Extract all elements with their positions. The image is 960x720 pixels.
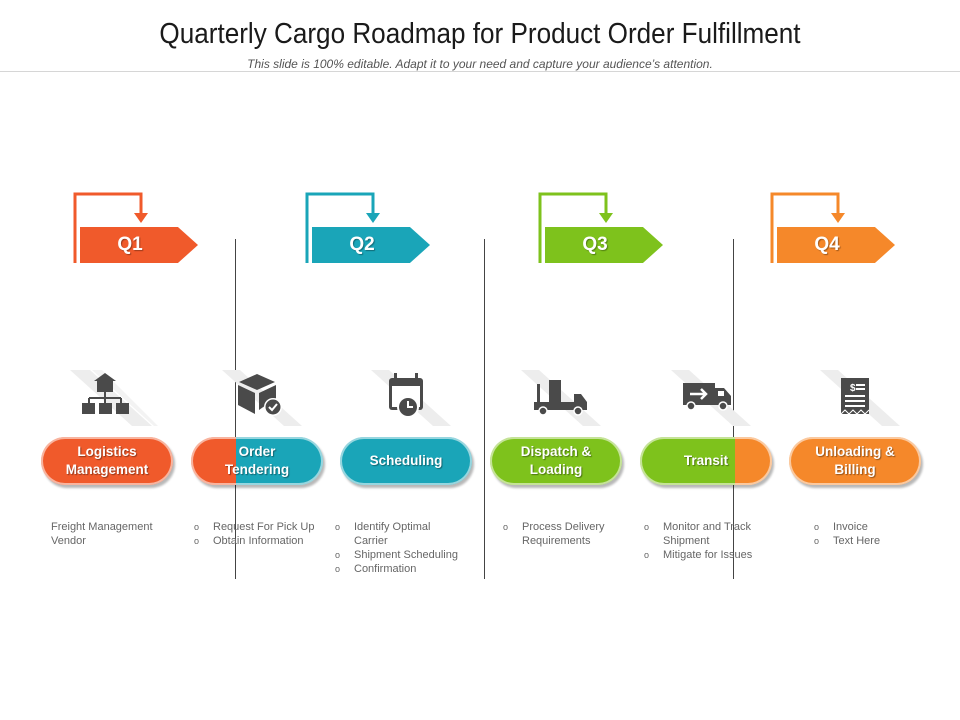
svg-text:$: $	[850, 383, 856, 394]
list-item-text: Mitigate for Issues	[663, 549, 753, 561]
list-item-text: Text Here	[833, 535, 881, 547]
page-subtitle: This slide is 100% editable. Adapt it to…	[247, 57, 713, 71]
stage-unloading-billing-button[interactable]: Unloading & Billing	[789, 437, 921, 485]
bullet-icon: o	[814, 522, 820, 532]
list-item: o Confirmation	[335, 562, 465, 576]
invoice-receipt-icon-graphic: $	[820, 370, 900, 426]
invoice-receipt-icon: $	[810, 370, 900, 426]
list-item-text: Shipment	[663, 535, 710, 547]
quarter-label-q2: Q2	[312, 227, 430, 263]
list-item: o Monitor and Track	[644, 520, 774, 534]
loading-truck-icon	[511, 370, 601, 426]
list-item-text: Shipment Scheduling	[354, 549, 458, 561]
list-item-text: Requirements	[522, 535, 591, 547]
moving-truck-icon	[661, 370, 751, 426]
calendar-clock-icon-graphic	[371, 370, 451, 426]
list-item: o Process Delivery	[503, 520, 633, 534]
stage-order-tendering-button[interactable]: Order Tendering	[191, 437, 323, 485]
bullet-icon: o	[644, 522, 650, 532]
quarter-label-q3: Q3	[545, 227, 663, 263]
page-title: Quarterly Cargo Roadmap for Product Orde…	[159, 18, 801, 50]
bullet-icon: o	[814, 536, 820, 546]
list-item-text: Identify Optimal Carrier	[354, 521, 431, 547]
timeline-divider	[733, 239, 734, 579]
timeline-divider	[484, 239, 485, 579]
list-item: Requirements	[503, 534, 633, 548]
list-item-text: Confirmation	[354, 563, 417, 575]
stage-label: Unloading & Billing	[815, 444, 895, 477]
stage-scheduling-button[interactable]: Scheduling	[340, 437, 472, 485]
moving-truck-icon-graphic	[671, 370, 751, 426]
quarter-bracket-arrow	[305, 192, 380, 263]
calendar-clock-icon	[361, 370, 451, 426]
timeline-divider	[235, 239, 236, 579]
bullet-icon	[503, 534, 522, 548]
stage-logistics-management-button[interactable]: Logistics Management	[41, 437, 173, 485]
list-item: o Obtain Information	[194, 534, 324, 548]
stage-label: Logistics Management	[65, 444, 149, 477]
stage-dispatch-loading-button[interactable]: Dispatch & Loading	[490, 437, 622, 485]
bullet-icon: o	[335, 564, 341, 574]
list-item-text: Freight Management	[51, 521, 153, 533]
bullet-icon: o	[335, 550, 341, 560]
list-item: o Shipment Scheduling	[335, 548, 465, 562]
quarter-bracket-arrow	[73, 192, 148, 263]
list-item: o Mitigate for Issues	[644, 548, 774, 562]
stage-label: Dispatch & Loading	[520, 444, 592, 477]
package-check-icon	[212, 370, 302, 426]
quarter-label-q1: Q1	[80, 227, 198, 263]
bullet-icon: o	[503, 522, 509, 532]
header-divider	[0, 71, 960, 72]
bullet-icon: o	[644, 550, 650, 560]
list-item-text: Process Delivery	[522, 521, 605, 533]
list-item: Vendor	[51, 534, 181, 548]
list-item-text: Request For Pick Up	[213, 521, 315, 533]
list-item-text: Vendor	[51, 535, 86, 547]
list-item-text: Obtain Information	[213, 535, 304, 547]
list-item: Freight Management	[51, 520, 181, 534]
quarter-label-q4: Q4	[777, 227, 895, 263]
list-item: o Invoice	[814, 520, 944, 534]
list-item-text: Monitor and Track	[663, 521, 752, 533]
quarter-bracket-arrow	[538, 192, 613, 263]
bullet-icon: o	[194, 522, 200, 532]
stage-label: Scheduling	[369, 453, 443, 468]
stage-label: Order Tendering	[224, 444, 290, 477]
loading-truck-icon-graphic	[521, 370, 601, 426]
hierarchy-boxes-icon	[62, 370, 158, 426]
list-item: o Request For Pick Up	[194, 520, 324, 534]
bullet-icon: o	[335, 522, 341, 532]
stage-label: Transit	[683, 453, 729, 468]
quarter-bracket-arrow	[770, 192, 845, 263]
stage-transit-button[interactable]: Transit	[640, 437, 772, 485]
bullet-icon	[644, 534, 663, 548]
package-check-icon-graphic	[222, 370, 302, 426]
list-item: o Identify Optimal Carrier	[335, 520, 465, 548]
hierarchy-boxes-icon-graphic	[70, 370, 158, 426]
list-item: Shipment	[644, 534, 774, 548]
list-item: o Text Here	[814, 534, 944, 548]
list-item-text: Invoice	[833, 521, 868, 533]
bullet-icon: o	[194, 536, 200, 546]
